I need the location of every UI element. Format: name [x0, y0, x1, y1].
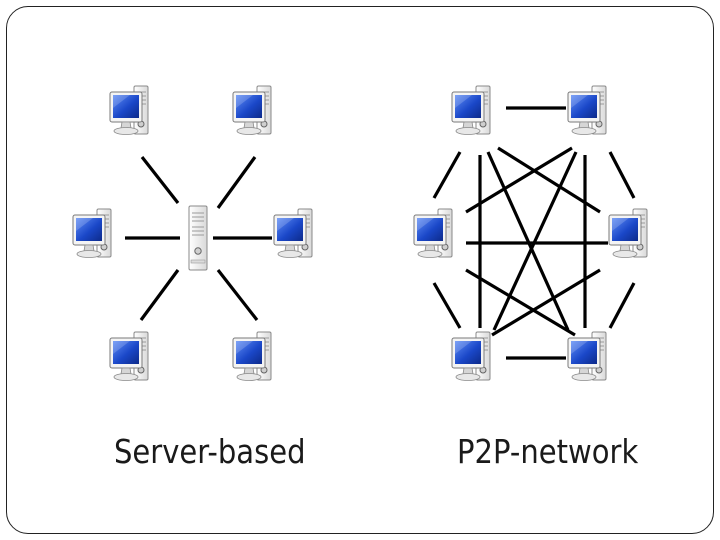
server-based-diagram	[72, 85, 313, 381]
server-based-links	[125, 156, 272, 321]
link-server-top-left	[140, 156, 180, 204]
link-p2p	[492, 151, 578, 331]
computer-icon	[413, 208, 453, 258]
link-p2p	[497, 146, 601, 214]
computer-icon	[567, 331, 607, 381]
computer-icon	[567, 85, 607, 135]
p2p-network-caption: P2P-network	[457, 432, 639, 471]
link-p2p	[486, 151, 570, 331]
computer-icon	[109, 331, 149, 381]
computer-icon	[232, 331, 272, 381]
computer-icon	[451, 331, 491, 381]
computer-icon	[608, 208, 648, 258]
link-p2p	[491, 268, 601, 337]
server-icon	[188, 205, 208, 271]
link-p2p	[432, 282, 462, 329]
link-server-bottom-left	[139, 269, 180, 321]
link-server-bottom-right	[216, 269, 259, 321]
computer-icon	[109, 85, 149, 135]
computer-icon	[451, 85, 491, 135]
computer-icon	[72, 208, 112, 258]
link-p2p	[608, 151, 636, 199]
computer-icon	[232, 85, 272, 135]
link-p2p	[432, 151, 462, 199]
p2p-diagram	[413, 85, 648, 381]
server-based-caption: Server-based	[114, 432, 306, 471]
link-p2p	[465, 268, 576, 337]
link-p2p	[608, 282, 636, 329]
p2p-links	[432, 106, 636, 360]
link-p2p	[465, 146, 573, 214]
computer-icon	[273, 208, 313, 258]
link-server-top-right	[216, 156, 257, 209]
